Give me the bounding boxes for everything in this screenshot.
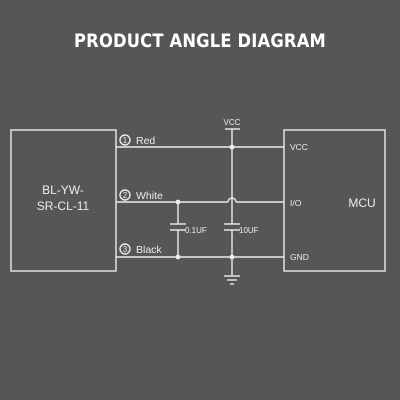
mcu-pin-vcc: VCC [290, 142, 308, 152]
mcu-pin-io: I/O [290, 198, 302, 208]
mcu-box [283, 129, 386, 272]
io-junction-dot [175, 199, 181, 205]
pin-1-number: 1 [123, 136, 128, 145]
gnd-junction-dot-2 [175, 254, 181, 260]
pin-2-wire-label: White [136, 190, 163, 202]
page-title: PRODUCT ANGLE DIAGRAM [74, 30, 326, 52]
pin-3-marker [119, 243, 131, 255]
mcu-label: MCU [348, 196, 375, 210]
cap-01uf-label: 0.1UF [185, 226, 207, 235]
pin-2-marker [119, 189, 131, 201]
sensor-module-box [10, 129, 117, 272]
sensor-label-line1: BL-YW- [42, 183, 84, 197]
pin-2-number: 2 [123, 191, 128, 200]
pin-1-marker [119, 134, 131, 146]
mcu-pin-gnd: GND [290, 252, 309, 262]
pin-3-number: 3 [123, 245, 128, 254]
cap-10uf-label: 10UF [239, 226, 259, 235]
pin-1-wire-label: Red [136, 135, 155, 147]
supply-vcc-label: VCC [224, 118, 241, 127]
sensor-label-line2: SR-CL-11 [37, 199, 90, 213]
pin-3-wire-label: Black [136, 244, 162, 256]
vcc-junction-dot [229, 144, 235, 150]
